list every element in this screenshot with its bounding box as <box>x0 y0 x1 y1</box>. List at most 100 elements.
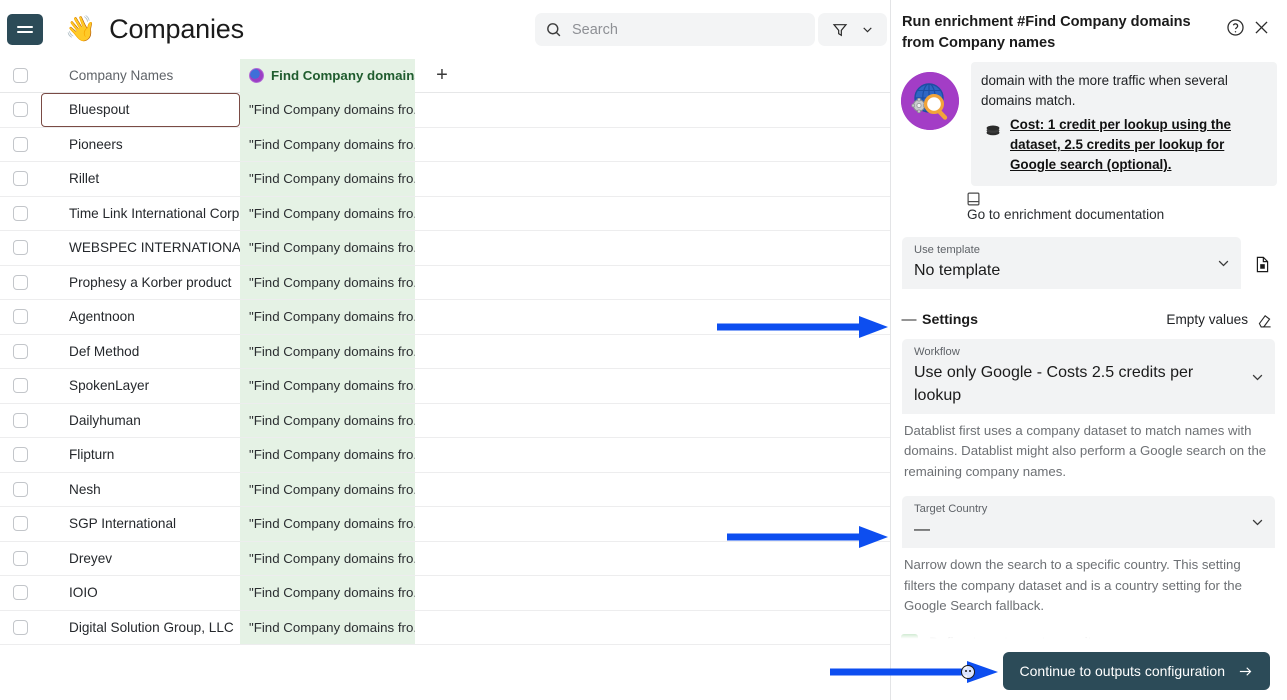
cell-company-name[interactable]: Agentnoon <box>69 309 135 325</box>
cell-enrichment-value[interactable]: "Find Company domains fro... <box>240 265 415 299</box>
table-row[interactable]: SGP International "Find Company domains f… <box>0 507 890 542</box>
row-checkbox[interactable] <box>13 481 28 497</box>
cell-enrichment-value[interactable]: "Find Company domains fro... <box>240 93 415 127</box>
search-box[interactable] <box>535 13 815 46</box>
row-checkbox[interactable] <box>13 378 28 394</box>
row-checkbox[interactable] <box>13 619 28 635</box>
row-checkbox[interactable] <box>13 171 28 187</box>
cell-company-name[interactable]: Rillet <box>69 171 100 187</box>
row-checkbox[interactable] <box>13 412 28 428</box>
cell-enrichment-value[interactable]: "Find Company domains fro... <box>240 127 415 161</box>
cell-enrichment-value[interactable]: "Find Company domains fro... <box>240 507 415 541</box>
cell-enrichment-value[interactable]: "Find Company domains fro... <box>240 162 415 196</box>
row-checkbox[interactable] <box>13 136 28 152</box>
enrichment-documentation-link[interactable]: Go to enrichment documentation <box>967 207 1165 223</box>
cell-company-name[interactable]: Dailyhuman <box>69 412 141 428</box>
table-row[interactable]: Bluespout"Find Company domains fro... <box>0 93 890 128</box>
cell-company-name[interactable]: Time Link International Corp. <box>69 205 240 221</box>
cell-enrichment-value[interactable]: "Find Company domains fro... <box>240 369 415 403</box>
target-country-select[interactable]: Target Country — <box>902 496 1275 549</box>
cell-company-name[interactable]: SpokenLayer <box>69 378 150 394</box>
row-select-cell[interactable] <box>0 438 41 472</box>
cell-enrichment-value[interactable]: "Find Company domains fro... <box>240 196 415 230</box>
table-row[interactable]: Prophesy a Korber product "Find Company d… <box>0 265 890 300</box>
table-row[interactable]: Time Link International Corp."Find Compa… <box>0 196 890 231</box>
cell-company-name[interactable]: Nesh <box>69 481 101 497</box>
row-select-cell[interactable] <box>0 369 41 403</box>
column-header-enrichment[interactable]: Find Company domains f... <box>240 58 415 93</box>
column-header-company-names[interactable]: Company Names <box>69 68 174 83</box>
select-all-cell[interactable] <box>0 68 41 83</box>
cell-enrichment-value[interactable]: "Find Company domains fro... <box>240 541 415 575</box>
table-row[interactable]: Agentnoon"Find Company domains fro... <box>0 300 890 335</box>
cell-company-name[interactable]: Bluespout <box>41 93 240 127</box>
row-select-cell[interactable] <box>0 404 41 438</box>
select-all-checkbox[interactable] <box>13 68 28 83</box>
row-checkbox[interactable] <box>13 240 28 256</box>
hamburger-icon[interactable] <box>7 14 43 45</box>
table-row[interactable]: SpokenLayer "Find Company domains fro... <box>0 369 890 404</box>
row-select-cell[interactable] <box>0 128 41 162</box>
cell-company-name[interactable]: Digital Solution Group, LLC <box>69 619 234 635</box>
row-select-cell[interactable] <box>0 231 41 265</box>
cell-company-name[interactable]: Flipturn <box>69 447 115 463</box>
cell-company-name[interactable]: IOIO <box>69 585 98 601</box>
row-checkbox[interactable] <box>13 343 28 359</box>
row-select-cell[interactable] <box>0 576 41 610</box>
row-select-cell[interactable] <box>0 473 41 507</box>
cell-company-name[interactable]: Dreyev <box>69 550 113 566</box>
table-row[interactable]: WEBSPEC INTERNATIONAL..."Find Company do… <box>0 231 890 266</box>
row-checkbox[interactable] <box>13 550 28 566</box>
table-row[interactable]: Def Method "Find Company domains fro... <box>0 334 890 369</box>
row-select-cell[interactable] <box>0 162 41 196</box>
cell-company-name[interactable]: SGP International <box>69 516 177 532</box>
close-button[interactable] <box>1248 14 1274 40</box>
row-select-cell[interactable] <box>0 507 41 541</box>
minus-icon[interactable]: — <box>901 311 917 329</box>
row-checkbox[interactable] <box>13 205 28 221</box>
eraser-icon[interactable] <box>1257 312 1273 328</box>
cell-company-name[interactable]: Prophesy a Korber product <box>69 274 232 290</box>
table-row[interactable]: Dreyev "Find Company domains fro... <box>0 541 890 576</box>
table-row[interactable]: Flipturn "Find Company domains fro... <box>0 438 890 473</box>
row-checkbox[interactable] <box>13 585 28 601</box>
row-select-cell[interactable] <box>0 197 41 231</box>
continue-to-outputs-button[interactable]: Continue to outputs configuration <box>1002 652 1270 690</box>
search-input[interactable] <box>572 21 805 38</box>
row-select-cell[interactable] <box>0 300 41 334</box>
add-column-button[interactable]: + <box>436 64 448 86</box>
cell-enrichment-value[interactable]: "Find Company domains fro... <box>240 610 415 644</box>
table-row[interactable]: Dailyhuman "Find Company domains fro... <box>0 403 890 438</box>
row-checkbox[interactable] <box>13 309 28 325</box>
filter-button[interactable] <box>818 13 887 46</box>
row-checkbox[interactable] <box>13 516 28 532</box>
cell-enrichment-value[interactable]: "Find Company domains fro... <box>240 576 415 610</box>
cell-enrichment-value[interactable]: "Find Company domains fro... <box>240 334 415 368</box>
cell-company-name[interactable]: Pioneers <box>69 136 123 152</box>
cell-company-name[interactable]: Def Method <box>69 343 140 359</box>
cell-enrichment-value[interactable]: "Find Company domains fro... <box>240 403 415 437</box>
row-select-cell[interactable] <box>0 611 41 645</box>
row-checkbox[interactable] <box>13 274 28 290</box>
cell-company-name[interactable]: WEBSPEC INTERNATIONAL... <box>69 240 240 256</box>
row-checkbox[interactable] <box>13 447 28 463</box>
help-button[interactable] <box>1222 14 1248 40</box>
cost-link[interactable]: Cost: 1 credit per lookup using the data… <box>1010 116 1231 173</box>
cell-enrichment-value[interactable]: "Find Company domains fro... <box>240 231 415 265</box>
save-template-button[interactable] <box>1249 251 1275 277</box>
table-row[interactable]: Rillet "Find Company domains fro... <box>0 162 890 197</box>
cell-enrichment-value[interactable]: "Find Company domains fro... <box>240 438 415 472</box>
use-template-select[interactable]: Use template No template <box>902 237 1241 290</box>
row-checkbox[interactable] <box>13 102 28 118</box>
workflow-select[interactable]: Workflow Use only Google - Costs 2.5 cre… <box>902 339 1275 414</box>
table-row[interactable]: Nesh "Find Company domains fro... <box>0 472 890 507</box>
cell-enrichment-value[interactable]: "Find Company domains fro... <box>240 472 415 506</box>
table-row[interactable]: Pioneers "Find Company domains fro... <box>0 127 890 162</box>
table-row[interactable]: IOIO "Find Company domains fro... <box>0 576 890 611</box>
row-select-cell[interactable] <box>0 542 41 576</box>
row-select-cell[interactable] <box>0 335 41 369</box>
empty-values-button[interactable]: Empty values <box>1166 312 1248 328</box>
table-row[interactable]: Digital Solution Group, LLC "Find Company… <box>0 610 890 645</box>
row-select-cell[interactable] <box>0 93 41 127</box>
row-select-cell[interactable] <box>0 266 41 300</box>
